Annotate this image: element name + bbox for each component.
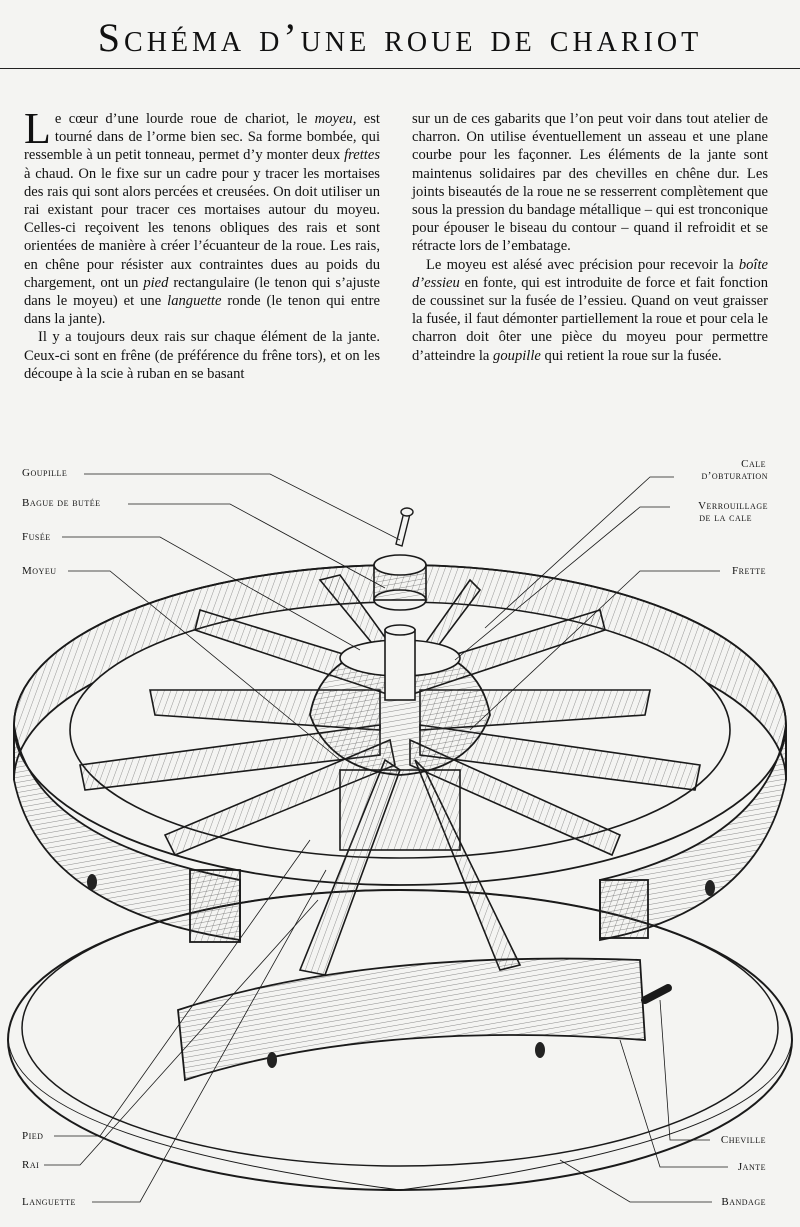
goupille-pin	[395, 507, 414, 547]
paragraph: sur un de ces gabarits que l’on peut voi…	[412, 111, 768, 255]
label-de-la-cale: de la cale	[699, 512, 752, 524]
text-run: en fonte, qui est introduite de force et…	[412, 274, 768, 364]
label-frette: Frette	[731, 565, 766, 577]
term-boite-essieu: boîte d’essieu	[412, 256, 768, 291]
text-run: rectangulaire (le tenon qui s’ajuste dan…	[24, 274, 381, 310]
label-moyeu: Moyeu	[22, 565, 57, 577]
title-rule	[0, 68, 800, 69]
term-frettes: frettes	[344, 147, 380, 164]
text-run: qui retient la roue sur la fusée.	[540, 347, 722, 364]
text-run: ronde (le tenon qui entre dans la jante)…	[24, 293, 380, 328]
label-verrouillage: Verrouillage	[698, 500, 768, 512]
page-title: Schéma d’une roue de chariot	[97, 15, 703, 60]
text-run: e cœur d’une lourde roue de chariot, le	[54, 111, 315, 127]
front-felloe-segment	[177, 957, 672, 1082]
bandage-ring	[7, 889, 793, 1191]
leader-lines	[44, 473, 728, 1203]
paragraph: Il y a toujours deux rais sur chaque élé…	[24, 329, 380, 382]
label-bandage: Bandage	[721, 1196, 766, 1208]
drop-cap: L	[24, 104, 51, 153]
text-run: Le moyeu est alésé avec précision pour r…	[426, 256, 739, 273]
label-cale: Cale	[741, 458, 766, 470]
label-pied: Pied	[22, 1130, 44, 1142]
bague-de-butee	[373, 554, 427, 611]
term-languette: languette	[167, 293, 222, 310]
term-pied: pied	[143, 274, 169, 291]
text-run: est tourné dans de l’orme bien sec. Sa f…	[24, 111, 380, 164]
label-jante: Jante	[737, 1161, 766, 1173]
wheel-diagram	[7, 473, 793, 1203]
text-column-right: sur un de ces gabarits que l’on peut voi…	[412, 110, 768, 365]
term-moyeu: moyeu,	[314, 111, 357, 127]
label-goupille: Goupille	[22, 467, 68, 479]
label-languette: Languette	[22, 1196, 76, 1208]
label-fusee: Fusée	[22, 531, 51, 543]
hub	[309, 624, 491, 851]
label-obturation: d’obturation	[701, 470, 768, 482]
label-cheville: Cheville	[720, 1134, 766, 1146]
term-goupille: goupille	[493, 347, 541, 364]
paragraph: Le moyeu est alésé avec précision pour r…	[412, 256, 768, 365]
label-bague-de-butee: Bague de butée	[22, 497, 101, 509]
label-rai: Rai	[22, 1159, 40, 1171]
text-run: à chaud. On le fixe sur un cadre pour y …	[24, 165, 380, 291]
